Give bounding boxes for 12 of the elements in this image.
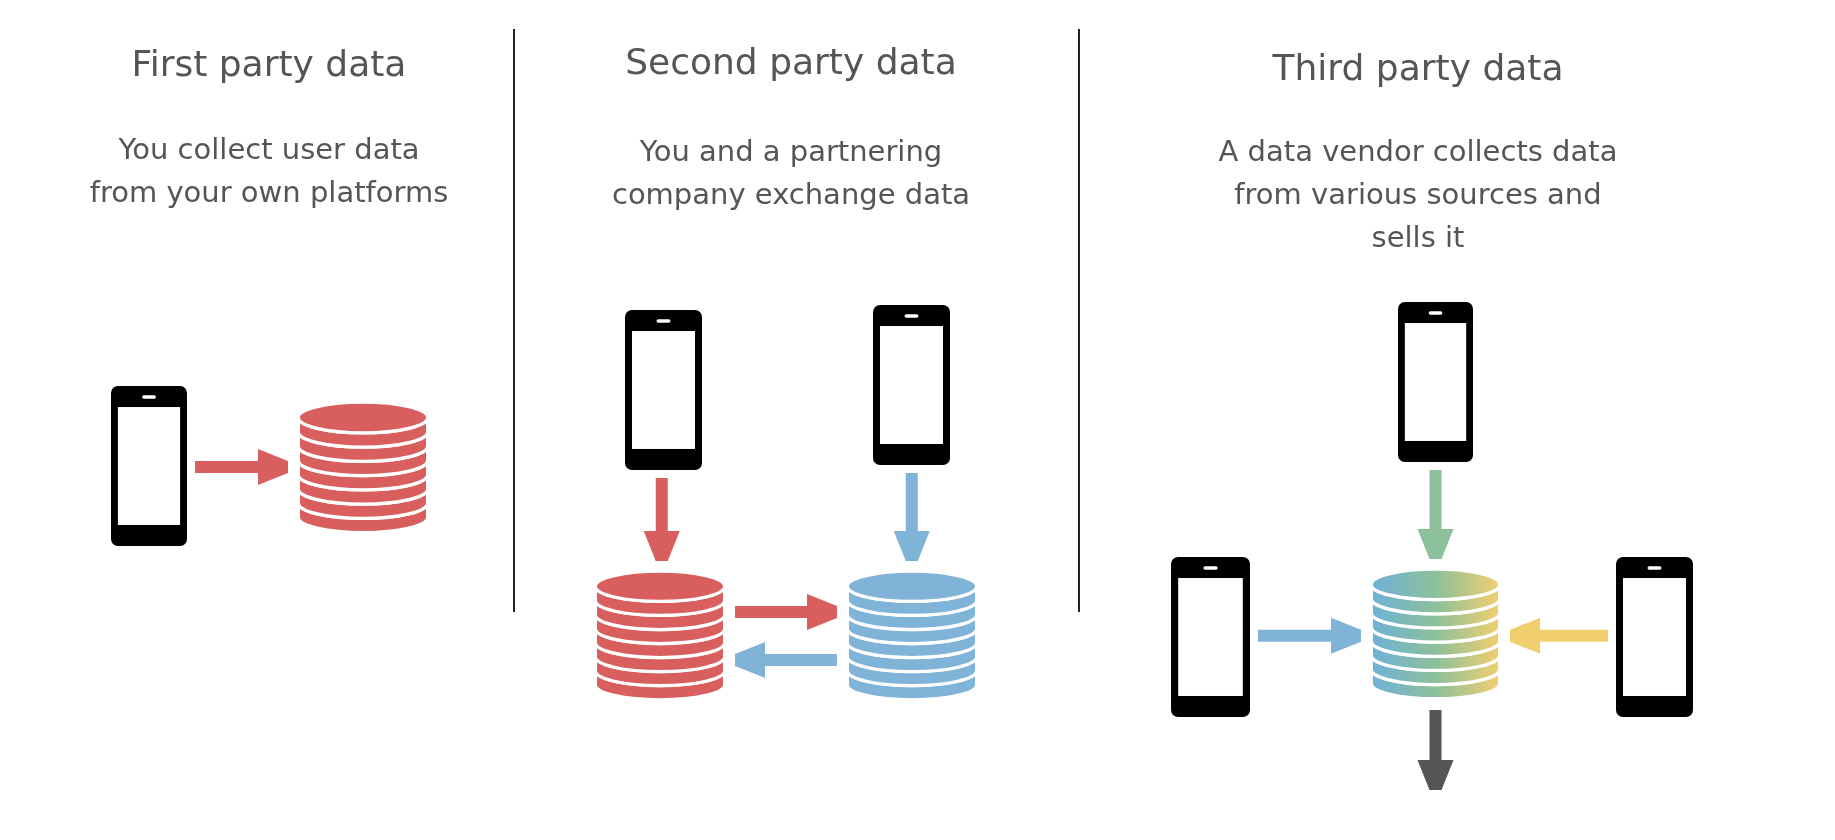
smartphone-icon	[1616, 557, 1693, 717]
smartphone-icon	[873, 305, 950, 465]
panel-description: A data vendor collects data from various sources and sells it	[1217, 133, 1619, 256]
panel-description: You collect user data from your own platforms	[89, 131, 449, 211]
panel-description: You and a partnering company exchange data	[610, 133, 972, 213]
smartphone-icon	[1398, 302, 1473, 462]
panel-heading: Second party data	[624, 40, 958, 84]
panel-heading: First party data	[130, 42, 408, 86]
smartphone-icon	[111, 386, 187, 546]
panel-heading: Third party data	[1271, 46, 1565, 90]
smartphone-icon	[1171, 557, 1250, 717]
smartphone-icon	[625, 310, 702, 470]
